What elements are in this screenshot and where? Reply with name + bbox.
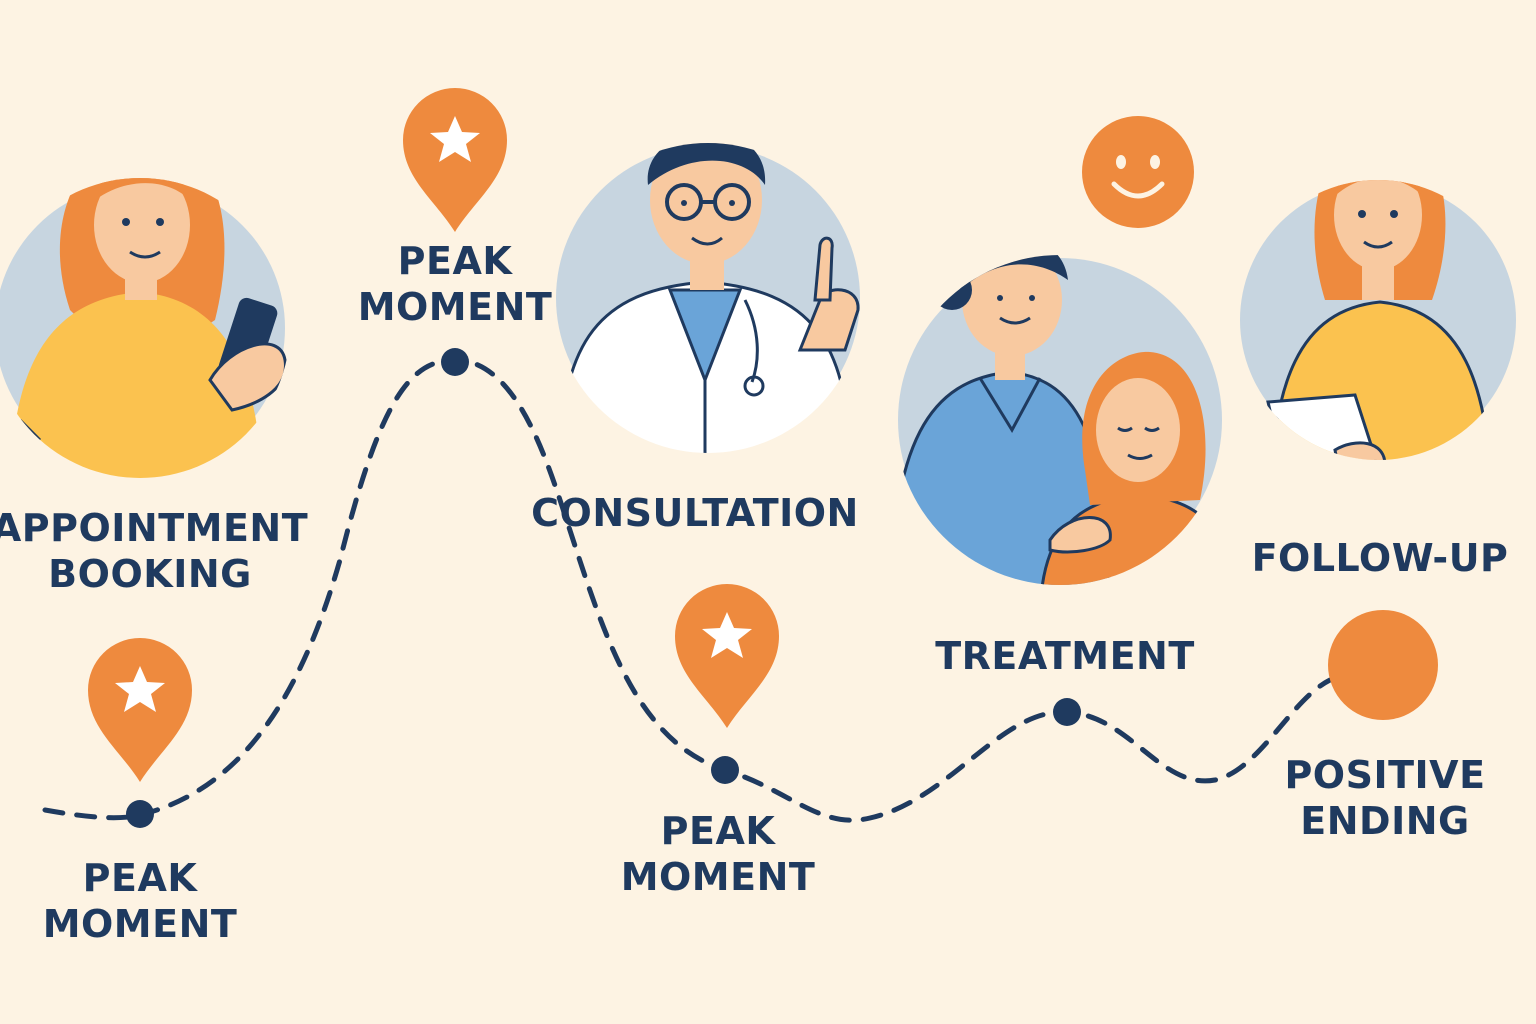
stage-label-consultation: CONSULTATION [531, 491, 859, 535]
star-pin-icon [403, 88, 507, 232]
orange-dot-icon [1328, 610, 1438, 720]
stage-label-treatment: TREATMENT [935, 634, 1195, 678]
smiley-icon [1082, 116, 1194, 228]
journey-path [42, 357, 1333, 823]
appointment-booking-illustration [0, 178, 287, 478]
star-pin-icon [88, 638, 192, 782]
star-pin-icon [675, 584, 779, 728]
path-node-3 [711, 756, 739, 784]
stage-label-follow-up: FOLLOW-UP [1251, 536, 1509, 580]
path-node-2 [441, 348, 469, 376]
marker-label-positive-ending: POSITIVE ENDING [1284, 753, 1486, 843]
stage-label-appointment-booking: APPOINTMENT BOOKING [0, 506, 309, 596]
marker-label-peak-left: PEAK MOMENT [42, 856, 238, 946]
consultation-illustration [556, 143, 860, 453]
path-node-4 [1053, 698, 1081, 726]
path-node-1 [126, 800, 154, 828]
marker-label-peak-mid: PEAK MOMENT [620, 809, 816, 899]
marker-label-peak-top: PEAK MOMENT [357, 239, 553, 329]
